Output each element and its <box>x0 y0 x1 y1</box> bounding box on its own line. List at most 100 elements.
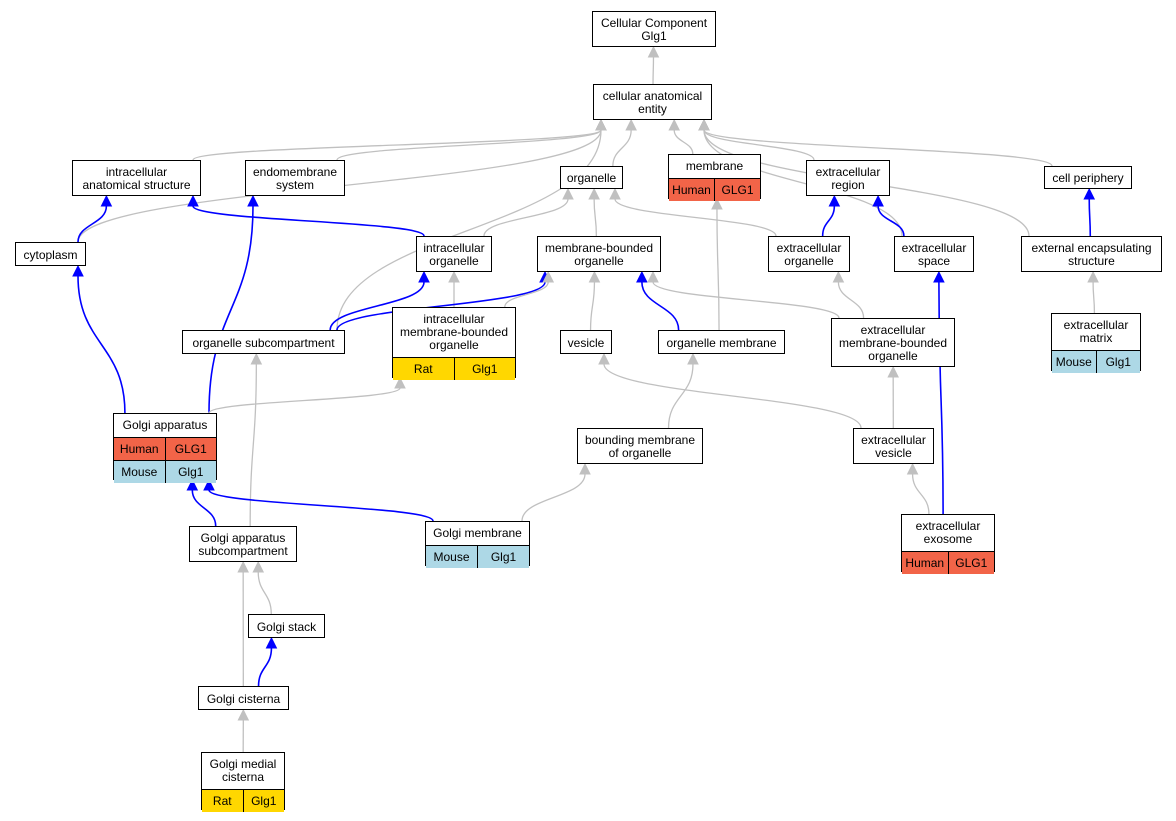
gene-cell: Glg1 <box>164 461 217 483</box>
node-label: organelle <box>566 171 617 185</box>
edge-extracellular-membrane-bounded-organelle-to-membrane-bounded-organelle <box>652 281 840 319</box>
species-cell: Rat <box>413 361 433 376</box>
arrowhead <box>562 187 574 200</box>
node-external-encapsulating-structure[interactable]: external encapsulating structure <box>1021 236 1162 272</box>
arrowhead <box>832 270 845 283</box>
node-label: organelle membrane <box>666 335 777 350</box>
edge-extracellular-organelle-to-extracellular-region <box>821 205 836 237</box>
node-label: cell periphery <box>1052 171 1124 185</box>
arrowhead <box>418 270 430 283</box>
species-cell: Rat <box>212 793 232 808</box>
gene-cell: GLG1 <box>164 438 217 460</box>
node-extracellular-space[interactable]: extracellular space <box>894 236 974 272</box>
arrowhead <box>187 194 199 207</box>
species-cell: Mouse <box>433 549 470 564</box>
edge-extracellular-space-to-cellular-anatomical-entity <box>703 129 903 237</box>
node-bounding-membrane-of-organelle[interactable]: bounding membrane of organelle <box>577 428 703 464</box>
edge-golgi-apparatus-to-endomembrane-system <box>208 205 254 414</box>
node-extracellular-vesicle[interactable]: extracellular vesicle <box>853 428 934 464</box>
gene-cell: Glg1 <box>453 358 516 380</box>
arrowhead <box>265 636 278 649</box>
node-golgi-stack[interactable]: Golgi stack <box>248 614 325 638</box>
node-label: external encapsulating structure <box>1031 241 1152 268</box>
edge-membrane-bounded-organelle-to-organelle <box>593 198 598 237</box>
node-endomembrane-system[interactable]: endomembrane system <box>245 160 345 196</box>
node-organelle[interactable]: organelle <box>560 166 623 189</box>
edge-external-encapsulating-structure-to-cell-periphery <box>1088 198 1092 237</box>
edge-vesicle-to-membrane-bounded-organelle <box>589 281 596 331</box>
edge-extracellular-region-to-cellular-anatomical-entity <box>703 129 815 161</box>
node-label: organelle subcompartment <box>192 335 335 350</box>
edge-intracellular-membrane-bounded-organelle-to-membrane-bounded-organelle <box>504 281 549 308</box>
node-vesicle[interactable]: vesicle <box>560 330 612 354</box>
edge-golgi-membrane-to-golgi-apparatus <box>208 489 434 522</box>
arrowhead <box>636 270 648 283</box>
edge-organelle-subcompartment-to-intracellular-organelle <box>329 281 425 331</box>
gene-cell: GLG1 <box>947 552 995 574</box>
edge-extracellular-exosome-to-extracellular-vesicle <box>911 473 930 515</box>
node-membrane-bounded-organelle[interactable]: membrane-bounded organelle <box>537 236 661 272</box>
edge-extracellular-organelle-to-organelle <box>614 198 777 237</box>
node-golgi-cisterna[interactable]: Golgi cisterna <box>198 686 289 710</box>
node-label: membrane <box>685 159 744 173</box>
edge-golgi-apparatus-subcompartment-to-organelle-subcompartment <box>249 363 257 527</box>
node-organelle-membrane[interactable]: organelle membrane <box>658 330 785 354</box>
arrowhead <box>625 118 637 131</box>
node-label: extracellular exosome <box>915 519 981 546</box>
gene-cell: Glg1 <box>1095 351 1141 373</box>
edge-golgi-stack-to-golgi-apparatus-subcompartment <box>257 571 272 615</box>
arrowhead <box>828 194 841 207</box>
node-organelle-subcompartment[interactable]: organelle subcompartment <box>182 330 345 354</box>
node-label: Golgi medial cisterna <box>209 757 277 784</box>
arrowhead <box>647 45 660 58</box>
node-label: Golgi membrane <box>433 526 522 540</box>
node-root[interactable]: Cellular Component Glg1 <box>592 11 716 47</box>
node-intracellular-organelle[interactable]: intracellular organelle <box>416 236 492 272</box>
node-intracellular-membrane-bounded-organelle[interactable]: intracellular membrane-bounded organelle… <box>392 307 516 380</box>
node-cellular-anatomical-entity[interactable]: cellular anatomical entity <box>593 84 712 120</box>
edge-intracellular-organelle-to-organelle <box>483 198 569 237</box>
edge-golgi-apparatus-subcompartment-to-golgi-apparatus <box>191 489 217 527</box>
arrowhead <box>588 270 601 283</box>
arrowhead <box>1087 270 1099 283</box>
node-extracellular-membrane-bounded-organelle[interactable]: extracellular membrane-bounded organelle <box>831 318 955 367</box>
node-label: intracellular membrane-bounded organelle <box>399 312 509 352</box>
gene-cell: GLG1 <box>714 179 760 201</box>
arrowhead <box>203 478 215 491</box>
species-cell: Human <box>672 182 711 197</box>
node-label: intracellular anatomical structure <box>82 165 191 192</box>
node-golgi-apparatus-subcompartment[interactable]: Golgi apparatus subcompartment <box>189 526 297 562</box>
node-label: extracellular space <box>901 241 967 268</box>
arrowhead <box>872 194 884 207</box>
node-intracellular-anatomical-structure[interactable]: intracellular anatomical structure <box>72 160 201 196</box>
arrowhead <box>887 365 899 378</box>
species-cell: Human <box>119 441 159 456</box>
arrowhead <box>72 264 84 277</box>
arrowhead <box>598 352 610 365</box>
node-label: intracellular organelle <box>423 241 485 268</box>
node-label: Cellular Component Glg1 <box>600 16 708 43</box>
edge-extracellular-vesicle-to-vesicle <box>603 363 862 429</box>
arrowhead <box>698 118 710 131</box>
arrowhead <box>237 560 249 573</box>
node-extracellular-region[interactable]: extracellular region <box>806 160 890 196</box>
arrowhead <box>542 270 555 283</box>
edge-extracellular-space-to-extracellular-region <box>877 205 905 237</box>
arrowhead <box>647 270 659 283</box>
node-cytoplasm[interactable]: cytoplasm <box>15 242 86 266</box>
edge-organelle-membrane-to-membrane <box>716 208 720 331</box>
node-cell-periphery[interactable]: cell periphery <box>1044 166 1132 189</box>
node-extracellular-organelle[interactable]: extracellular organelle <box>768 236 850 272</box>
edge-golgi-apparatus-to-cytoplasm <box>77 275 126 414</box>
